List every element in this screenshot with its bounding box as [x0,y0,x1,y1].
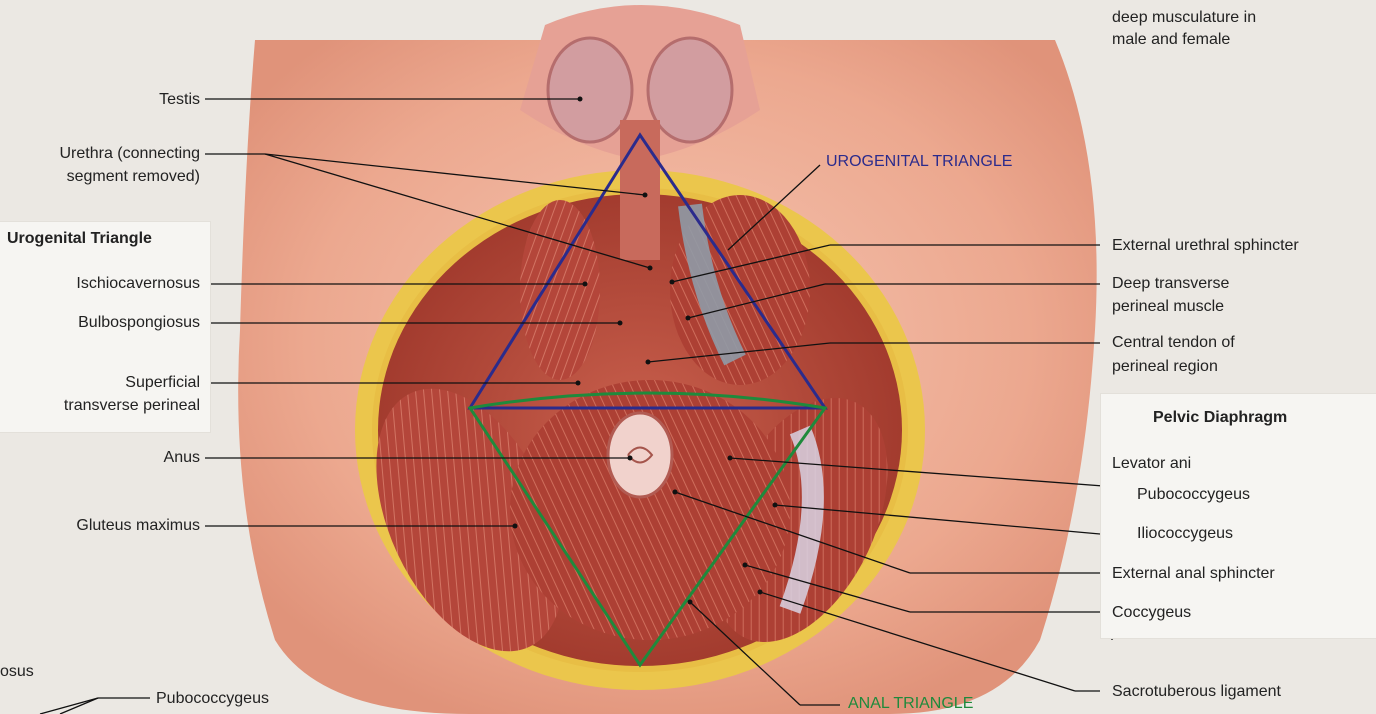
label-deep-transverse-line1: Deep transverse [1112,273,1229,294]
label-urethra-line2: segment removed) [67,166,200,187]
label-external-urethral-sphincter: External urethral sphincter [1112,235,1299,256]
label-iliococcygeus: Iliococcygeus [1137,523,1233,544]
label-central-tendon-line1: Central tendon of [1112,332,1235,353]
label-pubococcygeus-bottom: Pubococcygeus [156,688,269,709]
label-deep-transverse-line2: perineal muscle [1112,296,1224,317]
testis-right [648,38,732,142]
figure-caption-line2: male and female [1112,29,1230,50]
testis-left [548,38,632,142]
label-superficial-line1: Superficial [125,372,200,393]
label-levator-ani: Levator ani [1112,453,1191,474]
label-cut-left: osus [0,661,34,682]
anus-shape [608,413,672,497]
label-gluteus-maximus: Gluteus maximus [76,515,200,536]
label-anus: Anus [164,447,200,468]
label-bulbospongiosus: Bulbospongiosus [78,312,200,333]
label-ischiocavernosus: Ischiocavernosus [76,273,200,294]
label-sacrotuberous-ligament: Sacrotuberous ligament [1112,681,1281,702]
label-superficial-line2: transverse perineal [64,395,200,416]
label-pubococcygeus: Pubococcygeus [1137,484,1250,505]
label-external-anal-sphincter: External anal sphincter [1112,563,1275,584]
urogenital-panel-title: Urogenital Triangle [7,228,152,250]
label-testis: Testis [159,89,200,110]
figure-caption-line1: deep musculature in [1112,7,1256,28]
label-anal-triangle-region: ANAL TRIANGLE [848,693,973,714]
label-urethra-line1: Urethra (connecting [59,143,200,164]
pelvic-panel-title: Pelvic Diaphragm [1153,407,1287,429]
label-urogenital-triangle-region: UROGENITAL TRIANGLE [826,151,1012,172]
label-central-tendon-line2: perineal region [1112,356,1218,377]
label-coccygeus: Coccygeus [1112,602,1191,623]
